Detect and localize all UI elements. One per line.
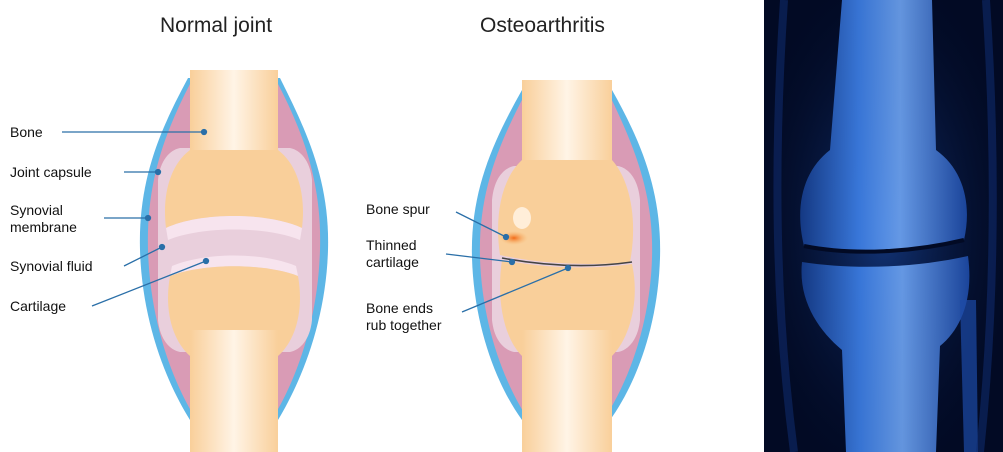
label-bone-ends-line2: rub together bbox=[366, 317, 442, 334]
leader-thinned-cartilage-dot bbox=[510, 260, 515, 265]
label-synovial-membrane-line1: Synovial bbox=[10, 202, 63, 219]
label-thinned-cartilage-line1: Thinned bbox=[366, 237, 417, 254]
leader-joint-capsule-dot bbox=[156, 170, 161, 175]
oa-lower-bone-shaft bbox=[522, 330, 612, 452]
label-bone-spur: Bone spur bbox=[366, 201, 430, 218]
knee-xray-image bbox=[764, 0, 1003, 452]
label-cartilage: Cartilage bbox=[10, 298, 66, 315]
label-bone: Bone bbox=[10, 124, 43, 141]
normal-lower-bone-shaft bbox=[190, 330, 278, 452]
leader-bone-dot bbox=[202, 130, 207, 135]
leader-synovial-fluid-dot bbox=[160, 245, 165, 250]
leader-cartilage-dot bbox=[204, 259, 209, 264]
leader-bone-ends-dot bbox=[566, 266, 571, 271]
label-synovial-membrane-line2: membrane bbox=[10, 219, 77, 236]
joint-diagrams bbox=[0, 0, 764, 452]
normal-joint-illustration bbox=[140, 70, 328, 452]
oa-bone-spur-highlight bbox=[513, 207, 531, 229]
normal-joint-title: Normal joint bbox=[160, 14, 272, 38]
label-joint-capsule: Joint capsule bbox=[10, 164, 92, 181]
leader-bone-spur-dot bbox=[504, 235, 509, 240]
label-thinned-cartilage-line2: cartilage bbox=[366, 254, 419, 271]
osteoarthritis-title: Osteoarthritis bbox=[480, 14, 605, 38]
label-synovial-fluid: Synovial fluid bbox=[10, 258, 93, 275]
label-bone-ends-line1: Bone ends bbox=[366, 300, 433, 317]
leader-synovial-membrane-dot bbox=[146, 216, 151, 221]
